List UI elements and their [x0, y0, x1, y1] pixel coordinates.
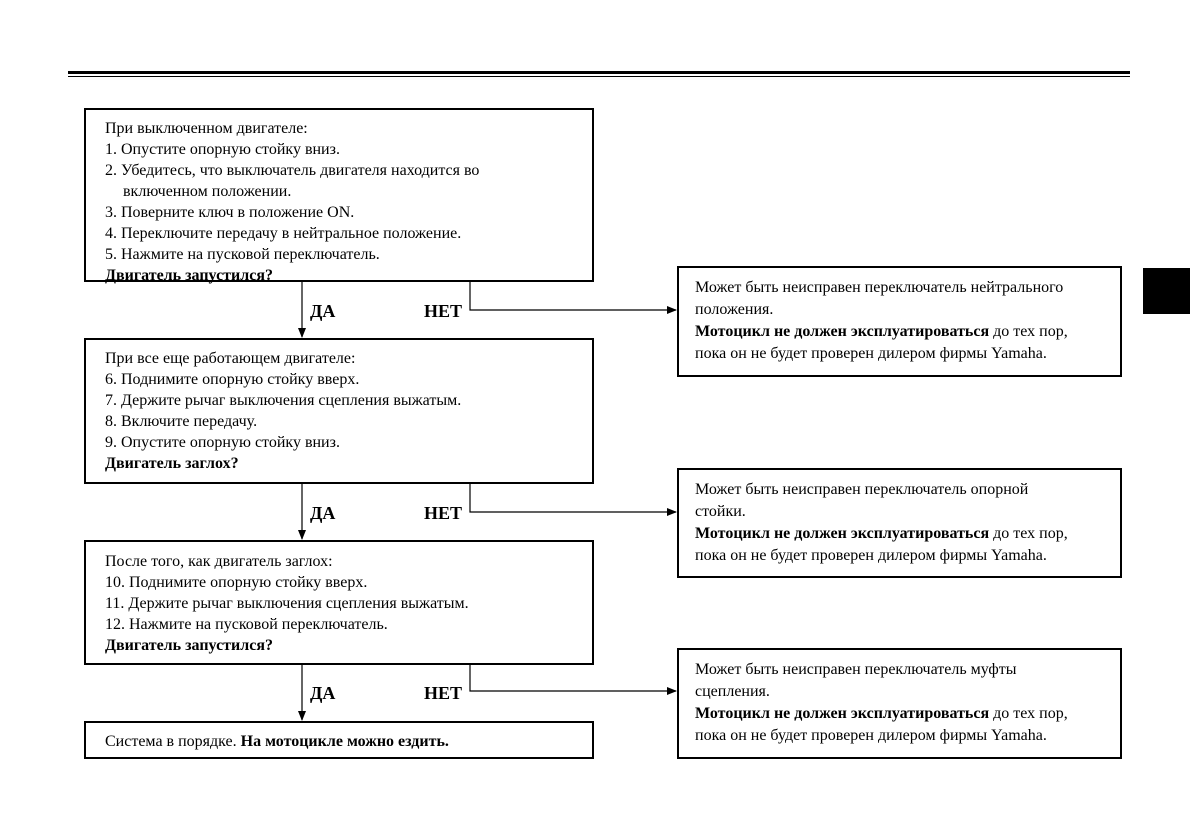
yes-label-1: ДА [310, 301, 336, 321]
fault-box-1: Может быть неисправен переключатель нейт… [677, 266, 1122, 377]
step1-line-0: При выключенном двигателе: [105, 120, 308, 137]
step3-line-0: После того, как двигатель заглох: [105, 553, 333, 570]
fault1-warning: Мотоцикл не должен эксплуатироваться до … [695, 321, 1120, 343]
step3-line-1: 10. Поднимите опорную стойку вверх. [105, 574, 368, 591]
result-line: Система в порядке. На мотоцикле можно ез… [105, 731, 592, 752]
yes-label-3: ДА [310, 683, 336, 703]
step1-line-2: 2. Убедитесь, что выключатель двигателя … [105, 162, 480, 179]
yes-label-2: ДА [310, 503, 336, 523]
step3-question: Двигатель запустился? [105, 637, 273, 654]
step1-line-5: 4. Переключите передачу в нейтральное по… [105, 225, 462, 242]
fault2-line1: Может быть неисправен переключатель опор… [695, 481, 1029, 498]
no-label-2: НЕТ [424, 503, 463, 523]
fault1-line4: пока он не будет проверен дилером фирмы … [695, 345, 1047, 362]
step2-line-0: При все еще работающем двигателе: [105, 350, 356, 367]
step2-line-2: 7. Держите рычаг выключения сцепления вы… [105, 392, 462, 409]
fault3-warn-rest: до тех пор, [989, 705, 1068, 722]
fault3-line2: сцепления. [695, 683, 770, 700]
fault2-line4: пока он не будет проверен дилером фирмы … [695, 547, 1047, 564]
step3-box: После того, как двигатель заглох: 10. По… [84, 540, 594, 665]
header-rule-thick [68, 71, 1130, 74]
step2-question: Двигатель заглох? [105, 455, 239, 472]
section-tab-marker [1143, 268, 1190, 314]
fault2-line2: стойки. [695, 503, 746, 520]
fault3-line1: Может быть неисправен переключатель муфт… [695, 661, 1017, 678]
step2-box: При все еще работающем двигателе: 6. Под… [84, 338, 594, 484]
no-connector-1 [469, 282, 677, 314]
step3-line-3: 12. Нажмите на пусковой переключатель. [105, 616, 388, 633]
step2-line-4: 9. Опустите опорную стойку вниз. [105, 434, 340, 451]
fault2-warn-bold: Мотоцикл не должен эксплуатироваться [695, 525, 990, 542]
step2-line-3: 8. Включите передачу. [105, 413, 258, 430]
step1-line-6: 5. Нажмите на пусковой переключатель. [105, 246, 380, 263]
fault2-warning: Мотоцикл не должен эксплуатироваться до … [695, 523, 1120, 545]
no-connector-2 [469, 484, 677, 516]
fault3-line4: пока он не будет проверен дилером фирмы … [695, 727, 1047, 744]
fault2-warn-rest: до тех пор, [989, 525, 1068, 542]
step1-line-4: 3. Поверните ключ в положение ON. [105, 204, 355, 221]
no-label-3: НЕТ [424, 683, 463, 703]
result-text: Система в порядке. [105, 733, 241, 750]
fault3-warning: Мотоцикл не должен эксплуатироваться до … [695, 703, 1120, 725]
fault1-warn-bold: Мотоцикл не должен эксплуатироваться [695, 323, 990, 340]
result-box: Система в порядке. На мотоцикле можно ез… [84, 721, 594, 759]
no-label-1: НЕТ [424, 301, 463, 321]
step1-box: При выключенном двигателе: 1. Опустите о… [84, 108, 594, 284]
header-rule-thin [68, 76, 1130, 77]
fault3-warn-bold: Мотоцикл не должен эксплуатироваться [695, 705, 990, 722]
step1-question: Двигатель запустился? [105, 267, 273, 284]
step1-line-3: включенном положении. [123, 183, 292, 200]
no-connector-3 [469, 665, 677, 695]
fault-box-2: Может быть неисправен переключатель опор… [677, 468, 1122, 578]
fault1-warn-rest: до тех пор, [989, 323, 1068, 340]
step1-line-1: 1. Опустите опорную стойку вниз. [105, 141, 340, 158]
fault1-line2: положения. [695, 301, 774, 318]
step3-line-2: 11. Держите рычаг выключения сцепления в… [105, 595, 469, 612]
fault-box-3: Может быть неисправен переключатель муфт… [677, 648, 1122, 759]
step2-line-1: 6. Поднимите опорную стойку вверх. [105, 371, 360, 388]
fault1-line1: Может быть неисправен переключатель нейт… [695, 279, 1064, 296]
result-bold: На мотоцикле можно ездить. [240, 733, 449, 750]
